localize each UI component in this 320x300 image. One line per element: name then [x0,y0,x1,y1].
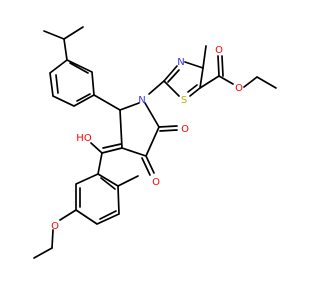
bond [97,152,103,175]
bond [221,55,224,77]
atom-labels: N N S O O O O HO O [51,45,243,232]
bond [59,209,77,221]
bond [159,129,178,132]
atom-label-o: O [181,124,189,135]
atom-label-n: N [177,57,184,68]
bond [148,80,165,95]
bond [184,61,204,69]
bond [101,147,123,154]
bond [256,76,277,89]
bond [93,94,121,111]
bond [119,109,123,149]
bond [187,84,198,93]
bond [43,30,65,40]
bond [145,155,155,174]
bond [163,80,180,97]
atom-label-o: O [152,177,160,188]
bond [163,65,178,82]
bond [102,143,122,149]
bond [217,55,220,77]
bond [55,74,59,94]
bond [141,157,151,176]
atom-label-n: N [138,95,145,106]
bond [218,75,234,85]
atom-label-s: S [181,95,187,106]
atom-label-o: O [51,221,59,232]
bond [90,142,103,154]
bond-lines [33,26,277,259]
bond [69,62,89,74]
bond [100,177,116,190]
bond [63,26,84,40]
atom-label-o: O [235,83,243,94]
bond [145,126,160,157]
bond [99,210,117,220]
bond [167,69,180,83]
atom-label-ho: HO [76,133,92,144]
bond [202,45,207,69]
bond [76,93,91,102]
molecule-structure-diagram: N N S O O O O HO O [33,26,277,259]
bond [49,59,95,107]
bond [158,125,178,128]
atom-label-o: O [215,45,223,56]
bond [144,102,160,128]
bond [75,173,120,225]
bond [199,67,204,89]
bond [119,102,140,111]
bond [51,229,54,249]
bond [33,247,53,259]
bond [63,38,68,61]
bond [189,87,201,97]
bond [121,147,147,157]
bond [199,75,220,89]
bond [117,175,139,187]
bond [243,76,258,88]
